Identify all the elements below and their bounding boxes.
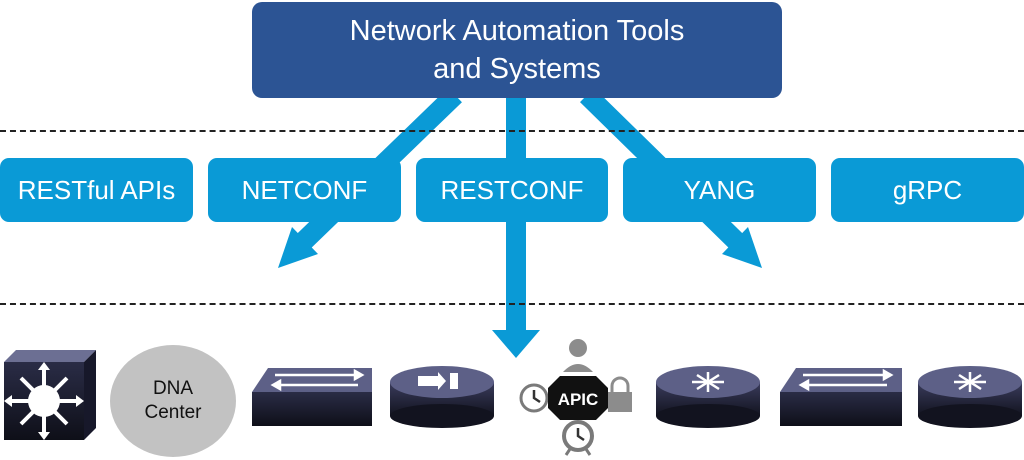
user-icon: [569, 339, 587, 357]
protocol-netconf: NETCONF: [208, 158, 401, 222]
dna-center-icon: DNA Center: [110, 345, 236, 457]
title-line-1: Network Automation Tools: [349, 15, 685, 47]
dna-center-label-line-2: Center: [144, 402, 202, 423]
switch-icon: [780, 368, 902, 426]
automation-tools-box: Network Automation Tools and Systems: [252, 2, 782, 98]
apic-controller-icon: APIC: [519, 339, 632, 456]
router-icon: [918, 366, 1022, 428]
switch-icon: [252, 368, 372, 426]
protocol-restconf: RESTCONF: [416, 158, 608, 222]
dna-center-label-line-1: DNA: [152, 378, 194, 399]
alarm-clock-icon: [562, 420, 594, 456]
lower-divider: [0, 303, 1024, 305]
protocol-grpc: gRPC: [831, 158, 1024, 222]
title-line-2: and Systems: [433, 53, 601, 85]
firewall-appliance-icon: [390, 366, 494, 428]
apic-label: APIC: [558, 390, 599, 409]
protocol-yang: YANG: [623, 158, 816, 222]
protocol-restful-apis: RESTful APIs: [0, 158, 193, 222]
multilayer-switch-icon: [4, 350, 96, 440]
lock-icon: [608, 376, 632, 412]
router-icon: [656, 366, 760, 428]
upper-divider: [0, 130, 1024, 132]
